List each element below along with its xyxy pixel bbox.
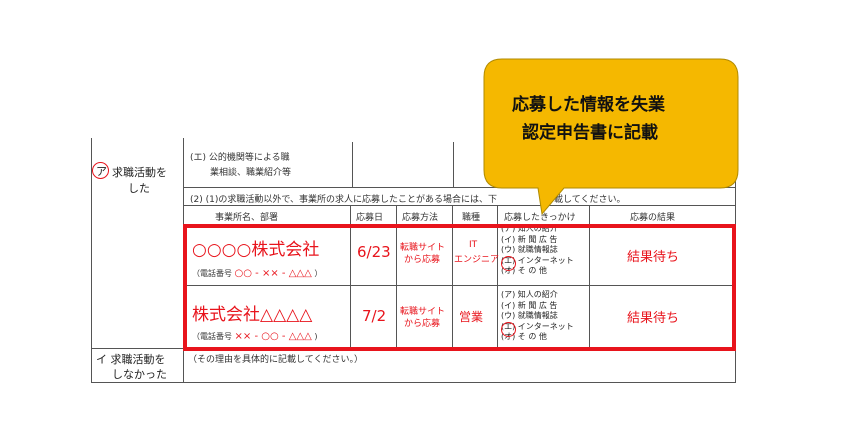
row1-method-line2: から応募: [404, 255, 441, 265]
callout-line2: 認定申告書に記載: [522, 123, 658, 143]
callout-bubble: [483, 58, 739, 216]
row1-phone-suffix: ）: [314, 269, 323, 278]
row1-option-i: (イ) 新 聞 広 告: [501, 234, 558, 244]
row2-method-line1: 転職サイト: [400, 307, 446, 317]
row2-option-i: (イ) 新 聞 広 告: [501, 300, 558, 310]
row2-phone-suffix: ): [314, 332, 318, 341]
header-method: 応募方法: [402, 213, 439, 223]
row1-job-line1: IT: [469, 240, 478, 250]
col-divider-date: [350, 205, 351, 348]
notice-row-bottom: [183, 205, 735, 206]
i-label-line2: しなかった: [112, 368, 167, 381]
header-job: 職種: [462, 213, 481, 223]
col-divider-result: [589, 205, 590, 348]
e-option-line2: 業相談、職業紹介等: [210, 168, 292, 178]
top-row-bottom: [183, 187, 735, 188]
callout-shape: [483, 58, 739, 216]
top-row-divider-2: [453, 142, 454, 187]
a-mark-circle: [92, 162, 109, 179]
notice-text: (2) (1)の求職活動以外で、事業所の求人に応募したことがある場合には、下: [190, 195, 497, 205]
header-company: 事業所名、部署: [215, 213, 279, 223]
row2-option-e: (エ) インターネット: [501, 321, 574, 331]
header-trigger: 応募したきっかけ: [504, 213, 576, 223]
row-divider: [183, 285, 735, 286]
row2-result: 結果待ち: [627, 311, 680, 326]
row1-job-line2: エンジニア: [454, 255, 500, 265]
notice-text-tail: 載してください。: [554, 195, 626, 205]
row2-job: 営業: [459, 310, 484, 324]
row1-method-line1: 転職サイト: [400, 243, 446, 253]
row2-option-a: (ア) 知人の紹介: [501, 290, 558, 299]
bottom-border: [91, 382, 735, 383]
a-label-line2: した: [128, 182, 150, 195]
e-option-line1: (エ) 公的機関等による職: [190, 153, 290, 163]
row2-date: 7/2: [362, 307, 387, 325]
a-mark: ア: [96, 165, 107, 178]
row2-company: 株式会社△△△△: [192, 305, 313, 325]
col-divider-job: [452, 205, 453, 348]
row2-phone: （電話番号 ×× - ○○ - △△△ ): [192, 331, 317, 342]
row1-date: 6/23: [357, 243, 391, 261]
row1-phone-prefix: （電話番号: [192, 269, 232, 278]
row1-trigger-options: (ア) 知人の紹介 (イ) 新 聞 広 告 (ウ) 就職情報誌 (エ) インター…: [501, 224, 574, 277]
row2-phone-number: ×× - ○○ - △△△: [234, 331, 312, 342]
left-border: [91, 138, 92, 383]
highlight-frame: [183, 224, 736, 351]
row1-option-a: (ア) 知人の紹介: [501, 224, 558, 233]
row1-option-o: (オ) そ の 他: [501, 266, 547, 275]
row2-phone-prefix: （電話番号: [192, 332, 232, 341]
i-label-line1: イ 求職活動を: [96, 353, 166, 366]
row1-phone: （電話番号 ○○ - ×× - △△△ ）: [192, 268, 322, 279]
callout-line1: 応募した情報を失業: [512, 95, 665, 115]
row2-method-line2: から応募: [404, 319, 441, 329]
header-result: 応募の結果: [630, 213, 676, 223]
row2-option-o: (オ) そ の 他: [501, 332, 547, 341]
col-divider-trigger: [497, 205, 498, 348]
header-date: 応募日: [356, 213, 384, 223]
row2-trigger-options: (ア) 知人の紹介 (イ) 新 聞 広 告 (ウ) 就職情報誌 (エ) インター…: [501, 290, 574, 343]
row1-result: 結果待ち: [627, 250, 680, 265]
a-label-line1: 求職活動を: [112, 166, 167, 179]
row1-option-e: (エ) インターネット: [501, 255, 574, 265]
row1-company: ○○○○株式会社: [192, 240, 320, 260]
top-row-divider-1: [352, 142, 353, 187]
row2-option-u: (ウ) 就職情報誌: [501, 311, 558, 320]
row1-option-e-circle: [501, 256, 516, 271]
row1-phone-number: ○○ - ×× - △△△: [234, 268, 312, 279]
row2-option-e-circle: [501, 322, 516, 337]
col-divider-method: [396, 205, 397, 348]
row1-option-u: (ウ) 就職情報誌: [501, 245, 558, 254]
i-reason-text: （その理由を具体的に記載してください。）: [188, 355, 363, 365]
